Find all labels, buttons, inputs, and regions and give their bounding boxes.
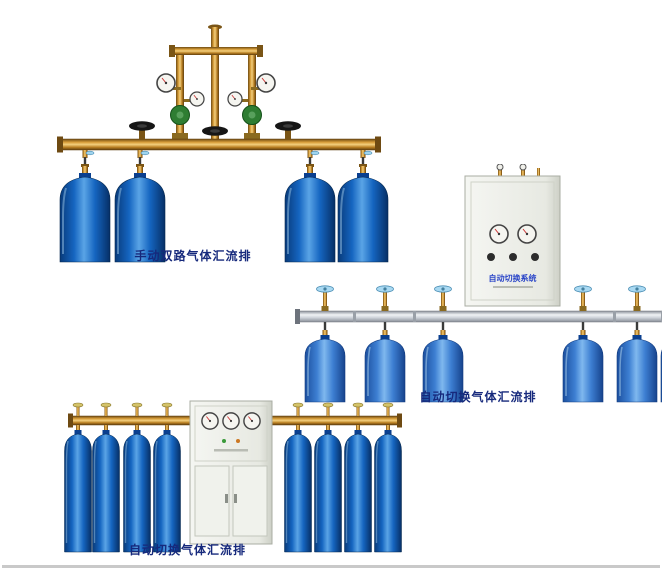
auto-switch-manifold-illustration-2: [63, 400, 403, 553]
cabinet-door-left: [194, 465, 230, 537]
gas-cylinder: [63, 424, 93, 553]
gas-cylinder: [59, 163, 111, 263]
handwheel-valve: [129, 121, 155, 140]
gas-cylinder: [616, 329, 658, 403]
gas-cylinder: [313, 424, 343, 553]
cylinder-station: [304, 285, 346, 403]
control-knob: [509, 253, 517, 261]
product-figure-manual-dual-manifold: [45, 21, 390, 266]
product-caption-auto-switch-bottom: 自动切换气体汇流排: [128, 543, 246, 557]
product-caption-auto-switch-right: 自动切换气体汇流排: [419, 390, 537, 404]
manifold-pipe: [57, 133, 381, 153]
pressure-gauge: [189, 91, 205, 107]
handwheel-valve: [202, 126, 228, 136]
pressure-gauge: [517, 224, 537, 244]
pipe-valves: [72, 402, 394, 416]
product-figure-auto-switch-right: 自动切换系统: [293, 164, 662, 409]
auto-switch-manifold-illustration: 自动切换系统: [295, 164, 662, 403]
gas-cylinder: [343, 424, 373, 553]
pressure-gauge: [227, 91, 243, 107]
gas-cylinder: [122, 424, 152, 553]
pressure-gauge: [256, 73, 276, 93]
cylinder-station: [616, 285, 658, 403]
pressure-gauge: [489, 224, 509, 244]
handwheel-valve: [275, 121, 301, 140]
cylinder-station: [364, 285, 406, 403]
pressure-gauge: [222, 412, 240, 430]
manifold-pipe: [295, 309, 662, 324]
gas-cylinder: [91, 424, 121, 553]
gas-cylinder: [304, 329, 346, 403]
control-cabinet: 自动切换系统: [464, 164, 561, 307]
bottom-divider-line: [2, 565, 660, 568]
pressure-gauge: [201, 412, 219, 430]
manual-dual-manifold-illustration: [57, 24, 389, 263]
top-header-pipe: [169, 24, 263, 143]
regulator-right: [227, 73, 276, 143]
cylinder-station: [422, 285, 464, 403]
pressure-gauge: [243, 412, 261, 430]
gas-cylinder: [152, 424, 182, 553]
gas-cylinder: [373, 424, 403, 553]
indicator-light-amber: [236, 439, 240, 443]
control-knob: [531, 253, 539, 261]
cylinder-connection: [82, 150, 373, 166]
product-figure-auto-switch-bottom: [58, 394, 408, 564]
control-cabinet: [189, 400, 273, 545]
pressure-gauge: [156, 73, 176, 93]
indicator-light-green: [222, 439, 226, 443]
cabinet-door-right: [232, 465, 268, 537]
cylinder-station: [562, 285, 604, 403]
regulator-left: [156, 73, 205, 143]
product-caption-manual-dual: 手动双路气体汇流排: [134, 249, 252, 263]
control-knob: [487, 253, 495, 261]
gas-cylinder: [562, 329, 604, 403]
gas-cylinder: [283, 424, 313, 553]
cabinet-label: 自动切换系统: [489, 273, 537, 283]
